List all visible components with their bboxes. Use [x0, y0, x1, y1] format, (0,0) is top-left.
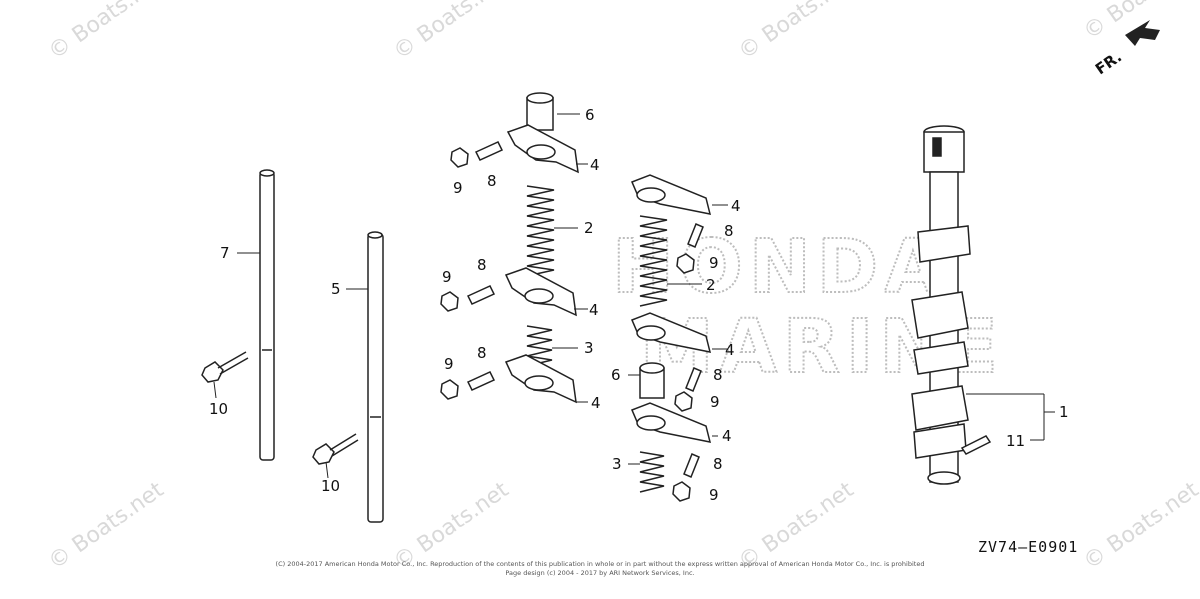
diagram-code: ZV74—E0901: [978, 538, 1079, 556]
lock-nut-9-a[interactable]: [450, 147, 469, 168]
dowel-pin-11[interactable]: [960, 435, 992, 455]
leader-lines: [213, 113, 1055, 479]
adjust-screw-8-a[interactable]: [474, 141, 504, 161]
label-2-left: 2: [584, 219, 594, 237]
label-4-d: 4: [731, 197, 741, 215]
copyright-footer: (C) 2004-2017 American Honda Motor Co., …: [0, 560, 1200, 578]
label-9-a: 9: [453, 179, 463, 197]
rocker-arm-4-d[interactable]: [631, 174, 712, 215]
copyright-line: (C) 2004-2017 American Honda Motor Co., …: [275, 560, 925, 568]
label-8-b: 8: [477, 256, 487, 274]
collar-6-bottom[interactable]: [639, 362, 665, 399]
label-1: 1: [1059, 403, 1069, 421]
label-4-c: 4: [591, 394, 601, 412]
rocker-arm-4-a[interactable]: [506, 124, 579, 174]
label-2-right: 2: [706, 276, 716, 294]
adjust-screw-8-f[interactable]: [683, 453, 700, 478]
rocker-shaft-7[interactable]: [259, 169, 275, 461]
page-design-line: Page design (c) 2004 - 2017 by ARI Netwo…: [505, 569, 695, 577]
label-8-e: 8: [713, 366, 723, 384]
rocker-arm-4-f[interactable]: [631, 402, 712, 443]
label-9-b: 9: [442, 268, 452, 286]
label-10-upper: 10: [209, 400, 228, 418]
rocker-arm-4-c[interactable]: [504, 354, 577, 404]
watermark: © Boats.net: [44, 0, 169, 65]
spring-2-right[interactable]: [639, 215, 668, 307]
rocker-shaft-5[interactable]: [367, 231, 384, 523]
adjust-screw-8-e[interactable]: [685, 367, 702, 392]
label-4-e: 4: [725, 341, 735, 359]
label-4-b: 4: [589, 301, 599, 319]
label-8-f: 8: [713, 455, 723, 473]
label-8-a: 8: [487, 172, 497, 190]
collar-6-top[interactable]: [526, 92, 554, 131]
lock-nut-9-d[interactable]: [676, 253, 695, 274]
label-8-d: 8: [724, 222, 734, 240]
spring-3-right[interactable]: [639, 451, 665, 493]
rocker-arm-4-e[interactable]: [631, 312, 712, 353]
front-arrow-icon: [1125, 20, 1160, 46]
label-5: 5: [331, 280, 341, 298]
adjust-screw-8-b[interactable]: [466, 285, 496, 305]
label-6-top: 6: [585, 106, 595, 124]
spring-3-left[interactable]: [526, 325, 553, 367]
adjust-screw-8-c[interactable]: [466, 371, 496, 391]
label-4-a: 4: [590, 156, 600, 174]
rocker-arm-4-b[interactable]: [504, 267, 577, 317]
camshaft-1[interactable]: [911, 125, 971, 485]
watermark: © Boats.net: [734, 0, 859, 65]
label-9-d: 9: [709, 254, 719, 272]
label-9-f: 9: [709, 486, 719, 504]
label-6-bottom: 6: [611, 366, 621, 384]
label-8-c: 8: [477, 344, 487, 362]
label-9-e: 9: [710, 393, 720, 411]
label-10-lower: 10: [321, 477, 340, 495]
brand-text-honda: HONDA: [612, 224, 947, 310]
label-3-right: 3: [612, 455, 622, 473]
lock-nut-9-b[interactable]: [440, 291, 459, 312]
part-labels: 1 2 2 3 3 4 4 4 4 4 4 5 6 6 7 8 8 8 8 8 …: [209, 106, 1069, 504]
lock-nut-9-c[interactable]: [440, 379, 459, 400]
spring-2-left[interactable]: [526, 185, 555, 277]
bolt-10-upper[interactable]: [201, 351, 249, 383]
label-4-f: 4: [722, 427, 732, 445]
lock-nut-9-f[interactable]: [672, 481, 691, 502]
lock-nut-9-e[interactable]: [674, 391, 693, 412]
label-3-left: 3: [584, 339, 594, 357]
front-marker-label: FR.: [1092, 48, 1125, 79]
bolt-10-lower[interactable]: [312, 433, 359, 465]
adjust-screw-8-d[interactable]: [687, 223, 704, 248]
label-7: 7: [220, 244, 230, 262]
watermark: © Boats.net: [389, 0, 514, 65]
label-11: 11: [1006, 432, 1025, 450]
label-9-c: 9: [444, 355, 454, 373]
